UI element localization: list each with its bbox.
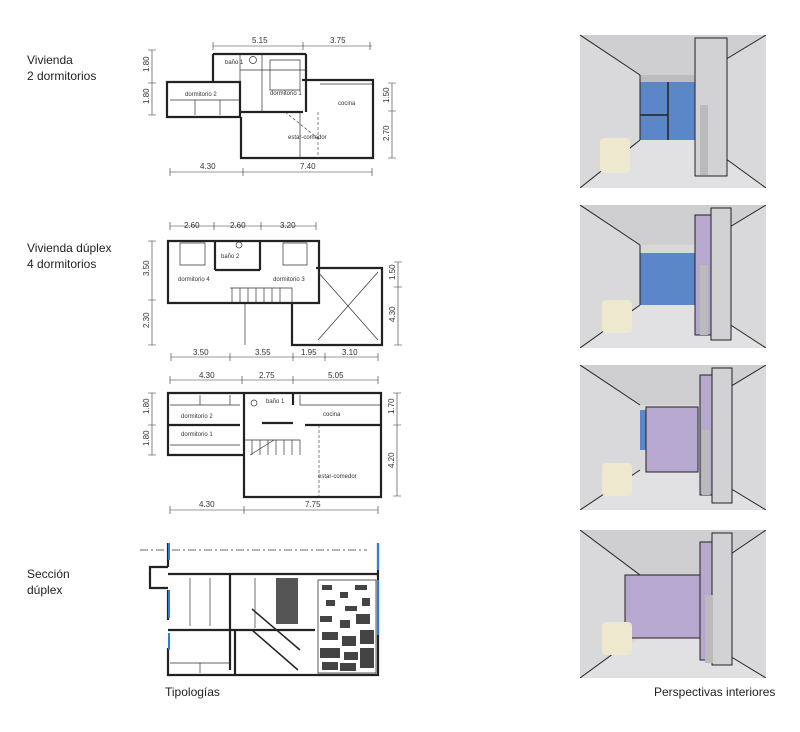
person-figure	[702, 430, 710, 495]
window-sky	[640, 253, 696, 305]
dimension: 2.60	[184, 221, 200, 230]
person-figure	[705, 595, 713, 663]
dimension: 1.50	[382, 87, 391, 103]
armchair	[600, 138, 630, 173]
dimension: 4.30	[388, 306, 397, 322]
dimension: 2.70	[382, 125, 391, 141]
perspective-2	[580, 205, 766, 348]
dimension: 1.80	[142, 430, 151, 446]
label-line: 2 dormitorios	[27, 69, 97, 83]
room-label: estar-comedor	[318, 474, 357, 480]
perspective-4	[580, 530, 766, 678]
person-figure	[700, 105, 708, 175]
room-render	[580, 530, 766, 678]
room-label: cocina	[338, 101, 356, 107]
room-label: estar-comedor	[288, 135, 327, 141]
room-label: baño 1	[266, 399, 285, 405]
room-label: dormitorio 2	[181, 414, 213, 420]
dimension: 3.10	[342, 348, 358, 357]
dimension: 7.75	[305, 500, 321, 509]
label-line: Vivienda	[27, 53, 73, 67]
dimension: 3.20	[280, 221, 296, 230]
dimension: 3.75	[330, 36, 346, 45]
room-label: baño 1	[225, 60, 244, 66]
room-label: dormitorio 1	[181, 432, 213, 438]
perspective-1	[580, 35, 766, 188]
dimension: 3.50	[193, 348, 209, 357]
person-figure	[700, 265, 708, 335]
dimension: 1.80	[142, 398, 151, 414]
dimension: 3.50	[142, 260, 151, 276]
dimension: 1.70	[387, 398, 396, 414]
dimension: 5.15	[252, 36, 268, 45]
dimension: 3.55	[255, 348, 271, 357]
armchair	[602, 463, 632, 496]
dimension: 7.40	[300, 162, 316, 171]
plan-duplex-lower: dormitorio 2 dormitorio 1 baño 1 cocina …	[142, 371, 401, 514]
dimension: 4.30	[199, 371, 215, 380]
room-render	[580, 365, 766, 510]
section-duplex	[140, 543, 380, 677]
room-render	[580, 35, 766, 188]
label-line: dúplex	[27, 583, 63, 597]
label-line: Sección	[27, 567, 70, 581]
dimension: 2.75	[259, 371, 275, 380]
dimension: 4.30	[200, 162, 216, 171]
dimension: 1.95	[301, 348, 317, 357]
room-label: dormitorio 3	[273, 277, 305, 283]
typology-label-2-bedrooms: Vivienda 2 dormitorios	[27, 52, 96, 84]
perspective-3	[580, 365, 766, 510]
armchair	[602, 622, 632, 655]
dimension: 2.30	[142, 312, 151, 328]
plan-2-bedrooms: baño 1 dormitorio 1 dormitorio 2 cocina …	[142, 36, 396, 176]
room-label: dormitorio 4	[178, 277, 210, 283]
dimension: 1.80	[142, 56, 151, 72]
room-label: dormitorio 1	[270, 91, 302, 97]
room-label: dormitorio 2	[185, 92, 217, 98]
label-line: Vivienda dúplex	[27, 241, 112, 255]
section-label: Sección dúplex	[27, 566, 70, 598]
dimension: 4.20	[387, 452, 396, 468]
label-line: 4 dormitorios	[27, 257, 97, 271]
armchair	[602, 300, 632, 333]
room-label: cocina	[323, 412, 341, 418]
room-render	[580, 205, 766, 348]
dimension: 4.30	[199, 500, 215, 509]
room-label: baño 2	[221, 254, 240, 260]
footer-typologies: Tipologías	[165, 685, 220, 699]
typology-label-duplex: Vivienda dúplex 4 dormitorios	[27, 240, 112, 272]
dimension: 1.50	[388, 264, 397, 280]
dimension: 5.05	[328, 371, 344, 380]
dimension: 1.80	[142, 88, 151, 104]
plan-duplex-upper: dormitorio 4 baño 2 dormitorio 3 2.60 2.…	[142, 221, 402, 361]
dimension: 2.60	[230, 221, 246, 230]
footer-perspectives: Perspectivas interiores	[654, 685, 776, 699]
